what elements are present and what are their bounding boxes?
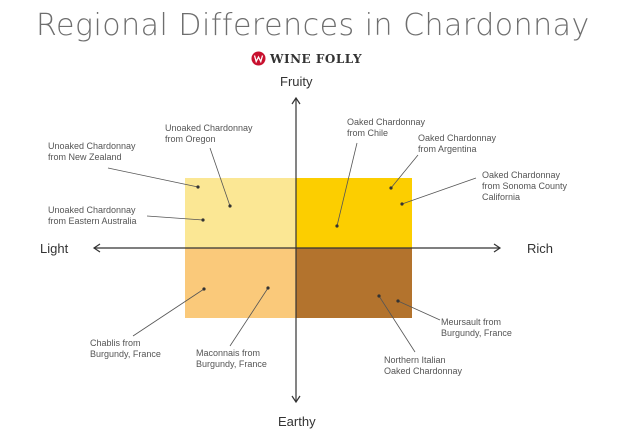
marker-dot-argentina: [389, 186, 393, 190]
wine-folly-logo-icon: [251, 51, 266, 66]
label-northern-italian: Northern Italian Oaked Chardonnay: [384, 355, 463, 376]
leader-line-oregon: [209, 147, 231, 207]
leader-line-northern-italian: [378, 295, 416, 353]
quadrant-rich-earthy: [296, 248, 412, 318]
marker-dot-maconnais: [266, 286, 270, 290]
leader-line-maconnais: [229, 287, 269, 347]
marker-dot-chile: [335, 224, 339, 228]
arrow-left-icon: [92, 243, 101, 253]
label-oaked-argentina: Oaked Chardonnay from Argentina: [418, 133, 497, 154]
leader-line-meursault: [397, 300, 441, 321]
marker-dot-eastern-australia: [201, 218, 205, 222]
leader-line-nz: [107, 167, 199, 188]
marker-dot-meursault: [396, 299, 400, 303]
leader-line-argentina: [390, 154, 419, 189]
label-unoaked-oregon: Unoaked Chardonnay from Oregon: [165, 123, 253, 144]
brand-logo: WINE FOLLY: [251, 51, 362, 66]
axis-label-fruity: Fruity: [280, 74, 313, 89]
label-meursault: Meursault from Burgundy, France: [441, 317, 512, 338]
marker-dot-nz: [196, 185, 200, 189]
marker-dot-northern-italian: [377, 294, 381, 298]
marker-dot-oregon: [228, 204, 232, 208]
marker-dot-sonoma: [400, 202, 404, 206]
leader-line-eastern-australia: [146, 215, 204, 221]
quadrant-light-earthy: [185, 248, 296, 318]
axis-label-earthy: Earthy: [278, 414, 316, 429]
leader-line-chile: [336, 142, 358, 227]
axis-label-rich: Rich: [527, 241, 554, 256]
label-oaked-chile: Oaked Chardonnay from Chile: [347, 117, 426, 138]
arrow-down-icon: [291, 395, 301, 404]
page-title: Regional Differences in Chardonnay: [36, 8, 590, 43]
arrow-up-icon: [291, 96, 301, 105]
quadrant-rich-fruity: [296, 178, 412, 248]
brand-name: WINE FOLLY: [270, 51, 363, 66]
quadrant-light-fruity: [185, 178, 296, 248]
arrow-right-icon: [493, 243, 502, 253]
axis-label-light: Light: [40, 241, 69, 256]
label-unoaked-eastern-australia: Unoaked Chardonnay from Eastern Australi…: [48, 205, 137, 226]
label-unoaked-new-zealand: Unoaked Chardonnay from New Zealand: [48, 141, 136, 162]
label-chablis: Chablis from Burgundy, France: [90, 338, 161, 359]
leader-line-sonoma: [401, 177, 477, 205]
leader-line-chablis: [132, 288, 205, 337]
label-maconnais: Maconnais from Burgundy, France: [196, 348, 267, 369]
marker-dot-chablis: [202, 287, 206, 291]
label-oaked-sonoma: Oaked Chardonnay from Sonoma County Cali…: [482, 170, 568, 202]
